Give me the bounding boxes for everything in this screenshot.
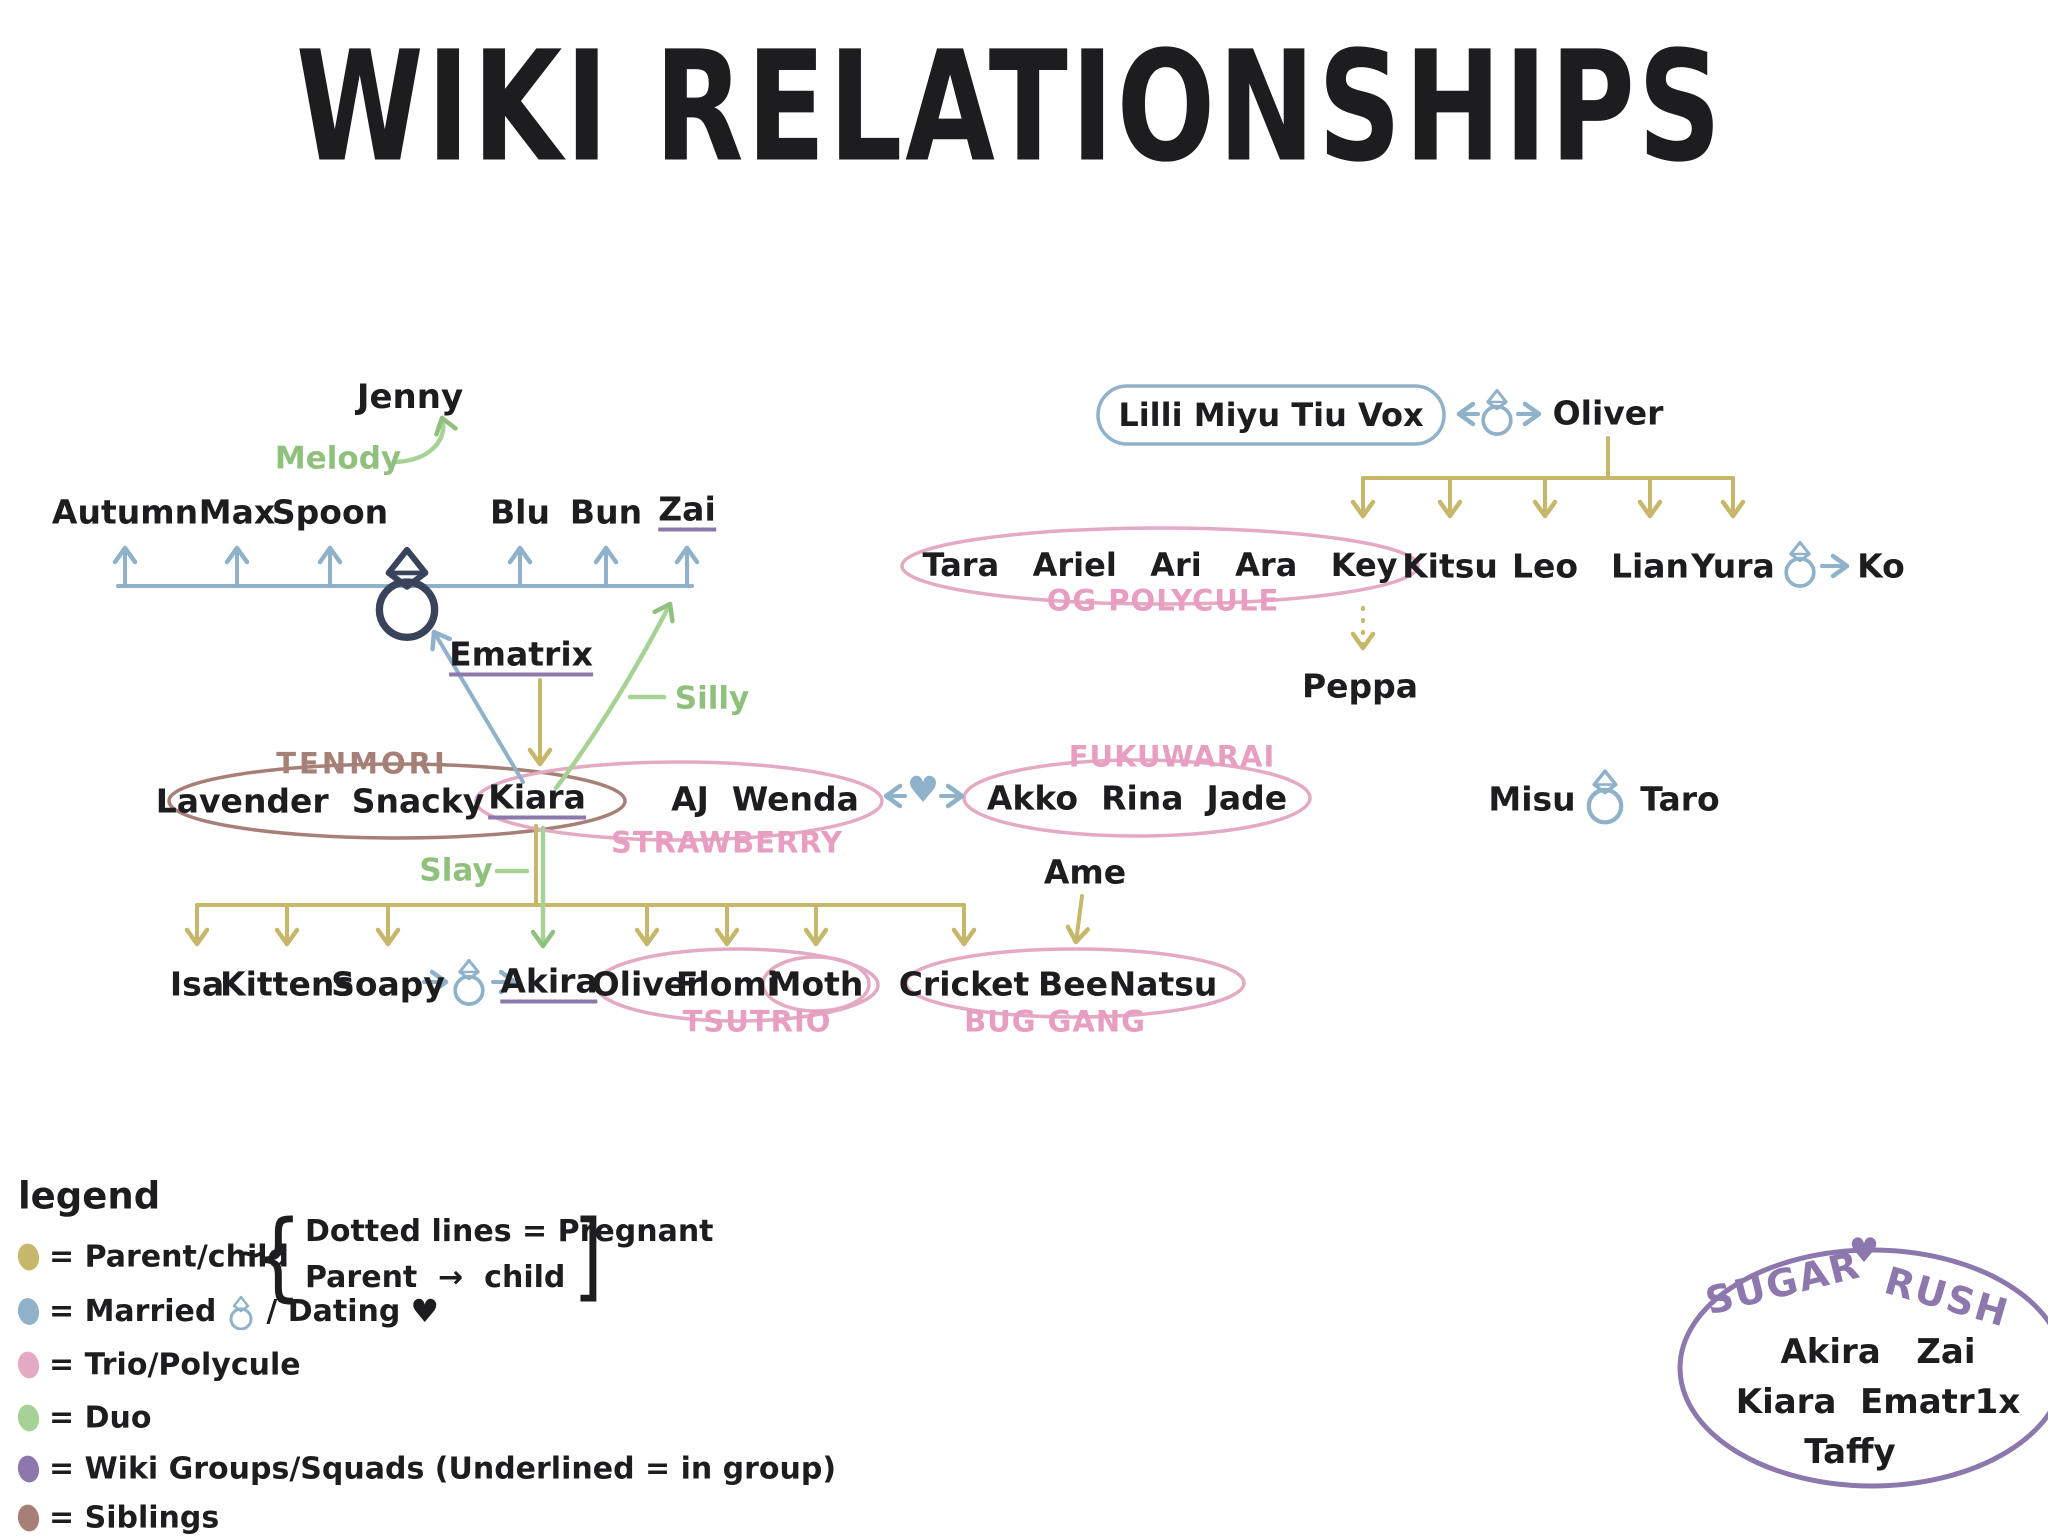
group-og-polycule-members: Tara Ariel Ari Ara Key	[922, 546, 1398, 584]
parent-child-lines	[184, 436, 1746, 947]
trio-color-dot	[15, 1349, 42, 1381]
legend-item-label: = Siblings	[49, 1500, 220, 1536]
legend-item-label: = Trio/Polycule	[49, 1347, 301, 1383]
person-ame: Ame	[1043, 852, 1127, 892]
duo-label-silly: Silly	[674, 680, 750, 717]
group-oval-tenmori	[167, 762, 627, 840]
person-jenny: Jenny	[356, 377, 464, 417]
ring-icon	[1784, 540, 1816, 588]
person-peppa: Peppa	[1301, 666, 1419, 706]
ring-icons	[379, 388, 1816, 1006]
group-label-tenmori: TENMORI	[276, 746, 448, 781]
heart-icon: ♥	[1848, 1231, 1880, 1271]
person-kitsu: Kitsu	[1402, 546, 1498, 586]
person-spoon: Spoon	[271, 492, 389, 532]
group-label-tsutrio: TSUTRIO	[682, 1004, 832, 1039]
person-kiara: Kiara	[488, 781, 586, 820]
person-bee: Bee	[1038, 964, 1108, 1004]
sugar-rush-member-line: Taffy	[1804, 1432, 1896, 1472]
group-oval-sugar-rush	[1677, 1247, 2048, 1489]
group-oval-strawberry	[474, 760, 884, 842]
legend-item-trio-polycule: = Trio/Polycule	[15, 1347, 301, 1383]
ring-icon	[1589, 771, 1621, 822]
legend-item-label: = Wiki Groups/Squads (Underlined = in gr…	[49, 1451, 837, 1487]
person-misu: Misu	[1488, 779, 1576, 819]
legend-item-duo: = Duo	[15, 1400, 152, 1436]
wiki-groups-color-dot	[15, 1453, 42, 1485]
legend-brace-open: {	[253, 1200, 303, 1312]
legend-tilde: ~	[235, 1234, 265, 1274]
person-oliver-child: Oliver	[591, 964, 703, 1004]
person-cricket: Cricket	[898, 964, 1030, 1004]
legend-item-label: = Duo	[49, 1400, 152, 1436]
heart-icon: ♥	[906, 770, 940, 811]
duo-lines	[393, 415, 675, 949]
group-ovals	[167, 384, 2048, 1489]
duo-label-slay: Slay	[419, 852, 493, 889]
person-max: Max	[198, 492, 276, 532]
legend-item-label: = Married	[49, 1293, 217, 1329]
person-moth: Moth	[768, 964, 864, 1004]
group-label-og-polycule: OG POLYCULE	[1046, 583, 1280, 618]
group-oval-moth	[761, 955, 871, 1013]
person-natsu: Natsu	[1108, 964, 1218, 1004]
person-taro: Taro	[1640, 779, 1720, 819]
person-isa: Isa	[169, 964, 225, 1004]
person-akira: Akira	[500, 965, 598, 1004]
legend-brace-close: ]	[573, 1200, 603, 1312]
legend-pregnant-note: Dotted lines = Pregnant	[305, 1214, 714, 1249]
person-flomi: Flomi	[675, 964, 779, 1004]
ring-icon	[1481, 388, 1513, 436]
person-aj-wenda: AJ Wenda	[671, 779, 859, 819]
duo-label-melody: Melody	[274, 440, 402, 477]
legend-item-siblings: = Siblings	[15, 1500, 220, 1536]
person-ematrix: Ematrix	[449, 638, 593, 677]
sugar-rush-member-line: Akira Zai	[1780, 1332, 1976, 1372]
group-label-strawberry: STRAWBERRY	[610, 825, 844, 860]
group-oval-og-polycule	[900, 526, 1420, 606]
group-label-fukuwarai: FUKUWARAI	[1068, 739, 1276, 774]
person-autumn: Autumn	[51, 492, 199, 532]
ring-icon	[379, 550, 434, 637]
married-color-dot	[15, 1295, 42, 1327]
person-akko-rina-jade: Akko Rina Jade	[986, 778, 1288, 818]
person-soapy: Soapy	[331, 964, 445, 1004]
ring-icon	[453, 958, 485, 1006]
group-oval-tsutrio	[594, 947, 880, 1023]
person-lavender-snacky: Lavender Snacky	[155, 781, 485, 821]
group-lilli-miyu-tiu-vox: Lilli Miyu Tiu Vox	[1118, 396, 1424, 434]
person-ko: Ko	[1857, 546, 1905, 586]
page-title: WIKI RELATIONSHIPS	[295, 18, 1725, 196]
legend-parent-child-note: Parent → child	[305, 1260, 566, 1295]
person-yura: Yura	[1691, 546, 1775, 586]
legend-heading: legend	[18, 1174, 161, 1218]
legend-item-married-dating: = Married / Dating ♥	[15, 1292, 440, 1330]
group-box-lilli-polycule	[1096, 384, 1446, 446]
legend-item-label: / Dating	[266, 1293, 401, 1329]
parent-child-color-dot	[15, 1241, 42, 1273]
person-bun: Bun	[569, 492, 643, 532]
group-oval-bug-gang	[904, 947, 1246, 1019]
siblings-color-dot	[15, 1502, 42, 1534]
duo-color-dot	[15, 1402, 42, 1434]
legend-item-wiki-groups: = Wiki Groups/Squads (Underlined = in gr…	[15, 1451, 837, 1487]
legend-item-parent-child: = Parent/child	[15, 1239, 289, 1275]
sugar-rush-member-line: Kiara Ematr1x	[1735, 1382, 2021, 1422]
ring-icon	[229, 1295, 253, 1330]
legend-item-label: = Parent/child	[49, 1239, 289, 1275]
person-oliver: Oliver	[1552, 393, 1664, 433]
person-zai: Zai	[658, 493, 716, 532]
group-label-bug-gang: BUG GANG	[964, 1004, 1146, 1039]
heart-icon: ♥	[410, 1292, 440, 1330]
person-lian: Lian	[1610, 546, 1690, 586]
person-leo: Leo	[1511, 546, 1579, 586]
person-kittens: Kittens	[220, 964, 354, 1004]
person-blu: Blu	[490, 492, 550, 532]
